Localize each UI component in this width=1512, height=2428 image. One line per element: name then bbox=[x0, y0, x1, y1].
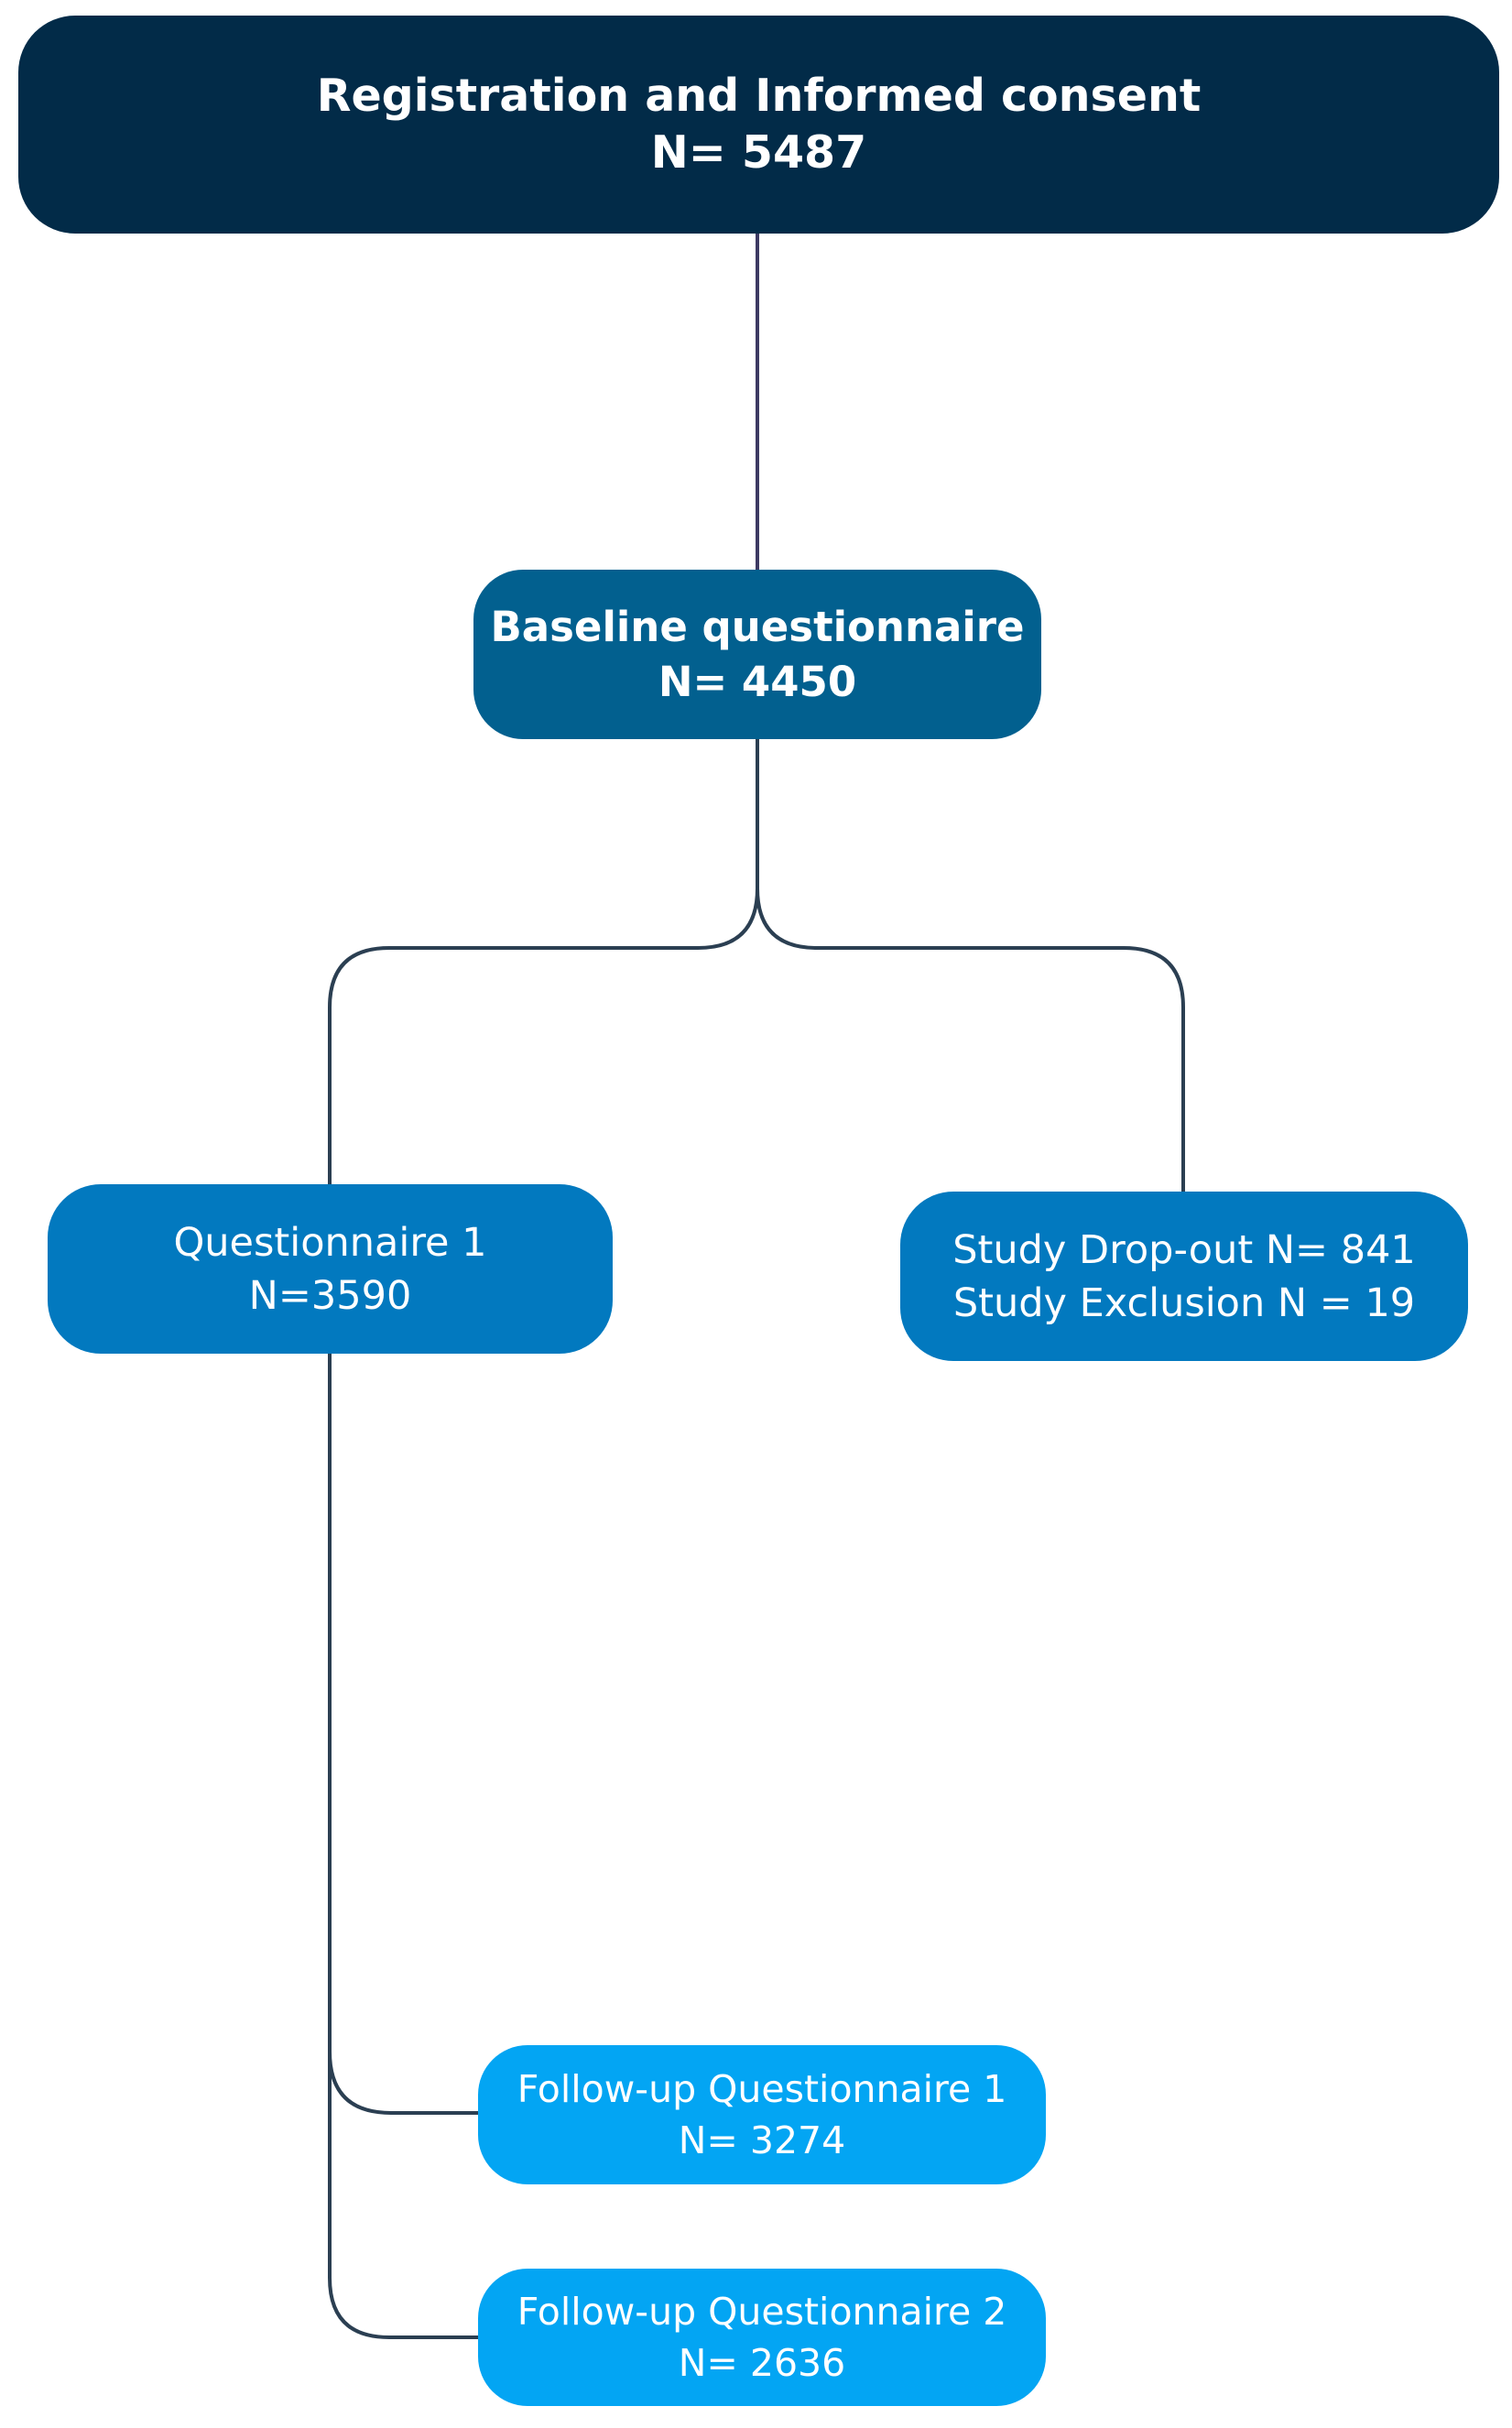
baseline-questionnaire-node: Baseline questionnaire N= 4450 bbox=[473, 570, 1041, 739]
baseline-count: N= 4450 bbox=[658, 657, 857, 706]
registration-count: N= 5487 bbox=[650, 126, 867, 179]
followup-1-title: Follow-up Questionnaire 1 bbox=[517, 2067, 1007, 2111]
followup-1-count: N= 3274 bbox=[678, 2118, 846, 2162]
followup-2-title: Follow-up Questionnaire 2 bbox=[517, 2290, 1007, 2334]
dropout-count: Study Drop-out N= 841 bbox=[952, 1226, 1416, 1273]
questionnaire-1-count: N=3590 bbox=[248, 1272, 412, 1319]
registration-node: Registration and Informed consent N= 548… bbox=[18, 16, 1499, 234]
questionnaire-1-title: Questionnaire 1 bbox=[173, 1219, 487, 1266]
questionnaire-1-node: Questionnaire 1 N=3590 bbox=[48, 1184, 613, 1354]
followup-questionnaire-1-node: Follow-up Questionnaire 1 N= 3274 bbox=[478, 2045, 1046, 2184]
dropout-exclusion-node: Study Drop-out N= 841 Study Exclusion N … bbox=[900, 1192, 1468, 1361]
exclusion-count: Study Exclusion N = 19 bbox=[952, 1279, 1416, 1326]
connector-baseline-split bbox=[328, 737, 759, 1186]
registration-title: Registration and Informed consent bbox=[316, 70, 1202, 122]
followup-questionnaire-2-node: Follow-up Questionnaire 2 N= 2636 bbox=[478, 2269, 1046, 2406]
connector-q1-to-followup2 bbox=[328, 2050, 480, 2339]
connector-baseline-to-dropout bbox=[756, 887, 1185, 1193]
followup-2-count: N= 2636 bbox=[678, 2341, 846, 2385]
baseline-title: Baseline questionnaire bbox=[490, 602, 1025, 651]
connector-q1-to-followup1 bbox=[328, 1352, 480, 2115]
